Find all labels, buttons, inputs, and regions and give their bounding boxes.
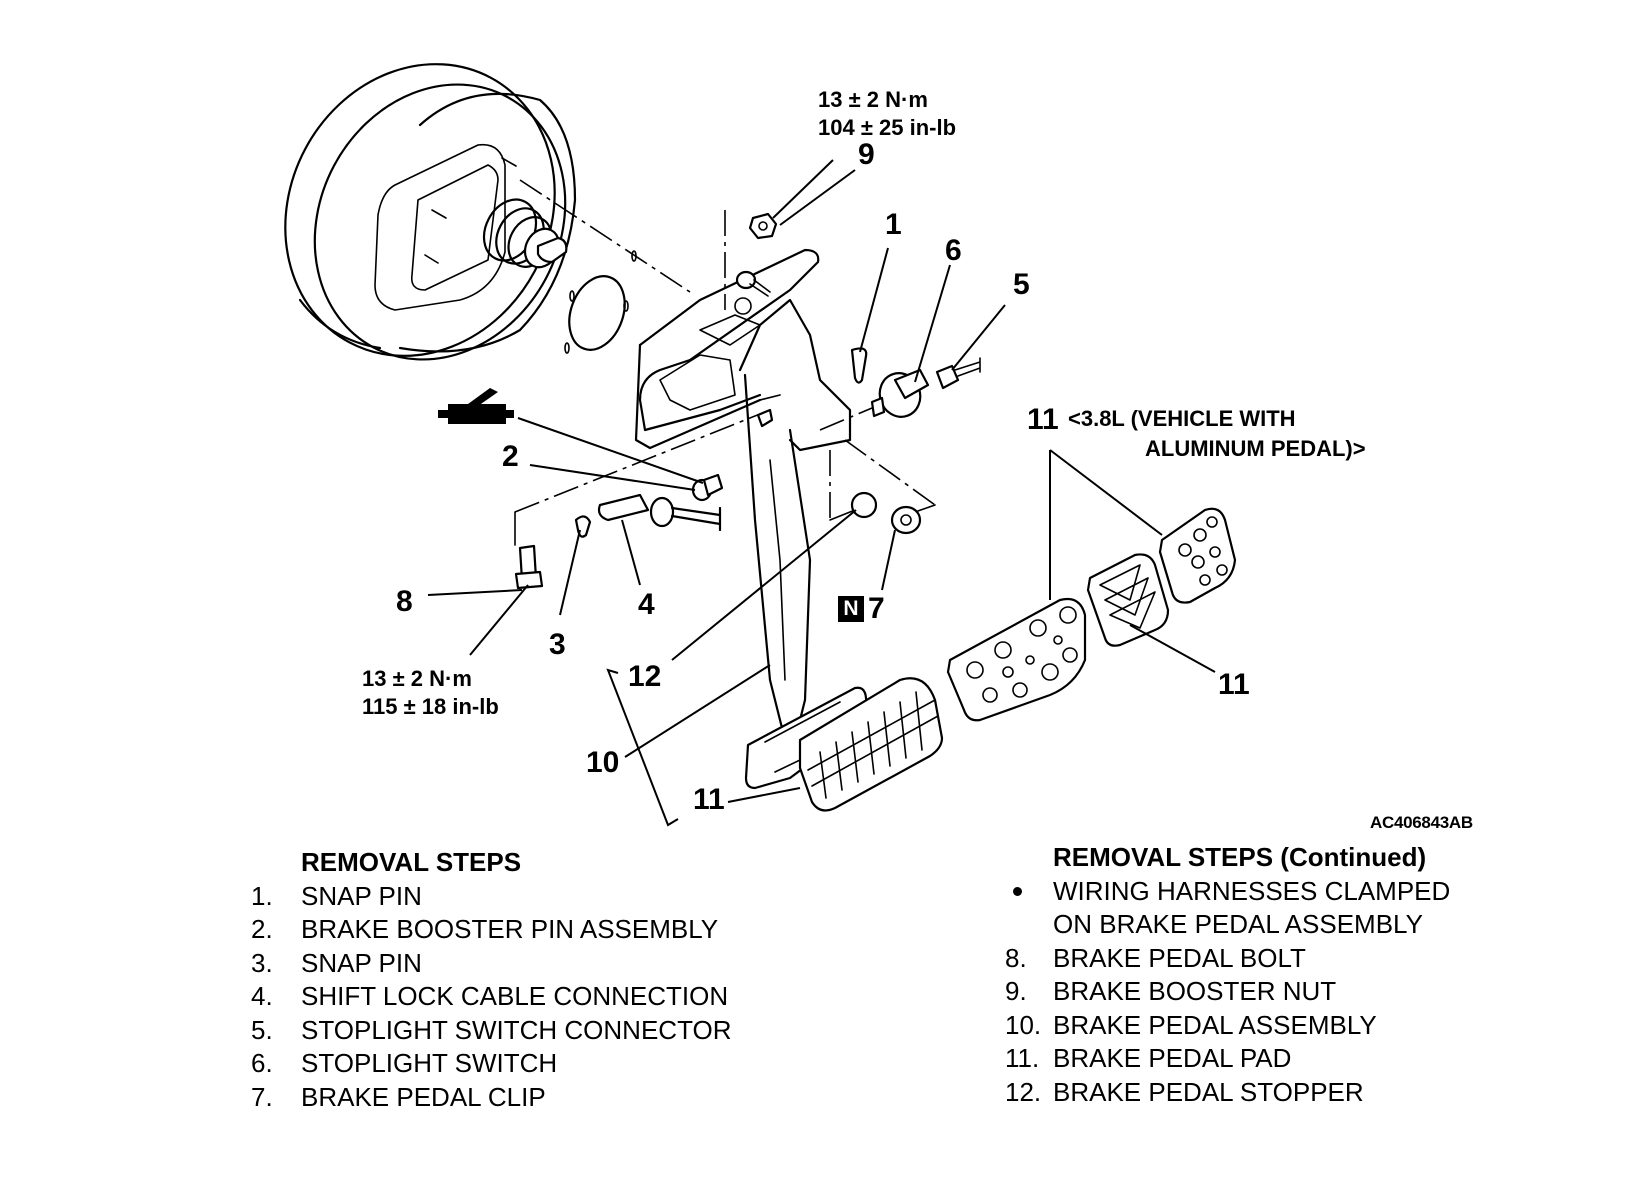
torque-nut-imperial: 104 ± 25 in-lb	[818, 115, 957, 140]
callout-8: 8	[396, 585, 413, 618]
stoplight-switch-icon	[819, 368, 930, 431]
callout-6: 6	[945, 234, 962, 267]
callout-11-right: 11	[1218, 668, 1250, 701]
step-number: 5.	[251, 1014, 273, 1045]
callout-11-aluminum: 11	[1027, 403, 1059, 436]
brake-pedal-assembly-icon	[514, 210, 936, 762]
step-label: SNAP PIN	[301, 880, 422, 911]
torque-bolt-imperial: 115 ± 18 in-lb	[362, 694, 499, 719]
brake-pedal-clip-icon	[890, 505, 922, 535]
step-label: BRAKE PEDAL STOPPER	[1053, 1076, 1364, 1107]
aluminum-brake-pedal-pad-icon	[946, 597, 1087, 722]
step-number: 4.	[251, 981, 273, 1011]
callout-7-number: 7	[868, 592, 885, 625]
step-number: 1.	[251, 880, 273, 911]
step-item: 8. BRAKE PEDAL BOLT	[1005, 942, 1450, 976]
callout-1: 1	[885, 208, 902, 241]
step-item: 1. SNAP PIN	[251, 880, 732, 914]
grease-gun-icon	[438, 388, 514, 424]
brake-booster-nut-icon	[748, 212, 778, 240]
step-item: 4. SHIFT LOCK CABLE CONNECTION	[251, 980, 732, 1014]
new-part-badge: N	[838, 596, 864, 622]
step-label: BRAKE PEDAL ASSEMBLY	[1053, 1009, 1377, 1040]
step-number: 12.	[1005, 1076, 1042, 1107]
brake-pedal-stopper-icon	[850, 491, 878, 519]
aluminum-accel-pad-icon	[1086, 553, 1170, 647]
step-item: 3. SNAP PIN	[251, 947, 732, 981]
step-label: BRAKE PEDAL CLIP	[301, 1081, 546, 1112]
bullet-label-line1: WIRING HARNESSES CLAMPED	[1053, 875, 1451, 906]
step-item: 12. BRAKE PEDAL STOPPER	[1005, 1076, 1450, 1110]
aluminum-pad-top-icon	[1158, 507, 1237, 604]
callout-3: 3	[549, 628, 566, 661]
step-label: BRAKE PEDAL BOLT	[1053, 942, 1306, 973]
step-item: 5. STOPLIGHT SWITCH CONNECTOR	[251, 1014, 732, 1048]
callout-9: 9	[858, 138, 875, 171]
step-label: STOPLIGHT SWITCH	[301, 1048, 558, 1078]
step-number: 2.	[251, 914, 273, 944]
removal-steps-list: REMOVAL STEPS 1. SNAP PIN 2. BRAKE BOOSTER…	[251, 846, 732, 1114]
torque-nut-metric: 13 ± 2 N·m	[818, 87, 928, 112]
step-number: 9.	[1005, 976, 1027, 1006]
torque-spec-nut: 13 ± 2 N·m 104 ± 25 in-lb	[818, 86, 956, 142]
brake-booster-icon	[284, 63, 637, 361]
callout-10: 10	[586, 746, 620, 779]
callout-11-main: 11	[693, 783, 725, 816]
step-number: 11.	[1005, 1043, 1040, 1073]
step-item: 11. BRAKE PEDAL PAD	[1005, 1042, 1450, 1076]
step-item: 9. BRAKE BOOSTER NUT	[1005, 975, 1450, 1009]
removal-steps-title: REMOVAL STEPS	[301, 847, 522, 877]
shift-lock-cable-icon	[597, 493, 722, 532]
stoplight-switch-connector-icon	[935, 357, 981, 390]
leader-lines	[427, 159, 1216, 827]
callout-5: 5	[1013, 268, 1030, 301]
brake-pedal-bolt-icon	[514, 544, 544, 590]
brake-booster-pin-icon	[691, 408, 774, 502]
torque-spec-bolt: 13 ± 2 N·m 115 ± 18 in-lb	[362, 665, 499, 721]
bullet-label-line2: ON BRAKE PEDAL ASSEMBLY	[1053, 909, 1423, 939]
step-number: 3.	[251, 947, 273, 978]
step-number: 10.	[1005, 1009, 1042, 1040]
bullet-icon	[1013, 886, 1022, 896]
step-label: BRAKE BOOSTER NUT	[1053, 976, 1337, 1006]
brake-pedal-pad-icon	[744, 677, 944, 812]
step-item: 2. BRAKE BOOSTER PIN ASSEMBLY	[251, 913, 732, 947]
callout-2: 2	[502, 440, 519, 473]
figure-id-code: AC406843AB	[1370, 813, 1473, 832]
step-label: SHIFT LOCK CABLE CONNECTION	[301, 981, 729, 1011]
bullet-item: WIRING HARNESSES CLAMPED	[1005, 875, 1450, 909]
snap-pin-3-icon	[574, 515, 592, 538]
step-number: 6.	[251, 1048, 273, 1078]
step-label: BRAKE PEDAL PAD	[1053, 1043, 1292, 1073]
step-item: 6. STOPLIGHT SWITCH	[251, 1047, 732, 1081]
snap-pin-1-icon	[850, 347, 868, 384]
step-item: 7. BRAKE PEDAL CLIP	[251, 1081, 732, 1115]
aluminum-note-line1: <3.8L (VEHICLE WITH	[1068, 406, 1296, 431]
callout-12: 12	[628, 660, 662, 693]
callout-4: 4	[638, 588, 655, 621]
aluminum-note-line2: ALUMINUM PEDAL)>	[1145, 436, 1366, 461]
removal-steps-continued-title: REMOVAL STEPS (Continued)	[1053, 842, 1427, 872]
removal-steps-continued-list: REMOVAL STEPS (Continued) WIRING HARNESS…	[1005, 841, 1450, 1109]
torque-bolt-metric: 13 ± 2 N·m	[362, 666, 472, 691]
step-label: SNAP PIN	[301, 947, 422, 978]
aluminum-pedal-note: <3.8L (VEHICLE WITH ALUMINUM PEDAL)>	[1068, 404, 1366, 464]
step-number: 7.	[251, 1081, 273, 1112]
bullet-item-continuation: ON BRAKE PEDAL ASSEMBLY	[1005, 908, 1450, 942]
step-label: BRAKE BOOSTER PIN ASSEMBLY	[301, 914, 719, 944]
bracket-stud-icon	[735, 270, 771, 297]
step-number: 8.	[1005, 942, 1027, 973]
step-label: STOPLIGHT SWITCH CONNECTOR	[301, 1014, 732, 1045]
step-item: 10. BRAKE PEDAL ASSEMBLY	[1005, 1009, 1450, 1043]
